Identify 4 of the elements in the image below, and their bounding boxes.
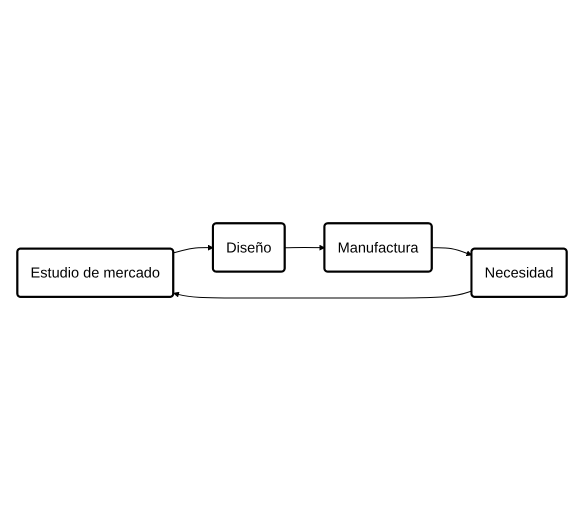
arrow <box>173 244 214 254</box>
arrow <box>284 244 325 250</box>
arrow <box>432 247 472 256</box>
arrow <box>173 290 472 298</box>
